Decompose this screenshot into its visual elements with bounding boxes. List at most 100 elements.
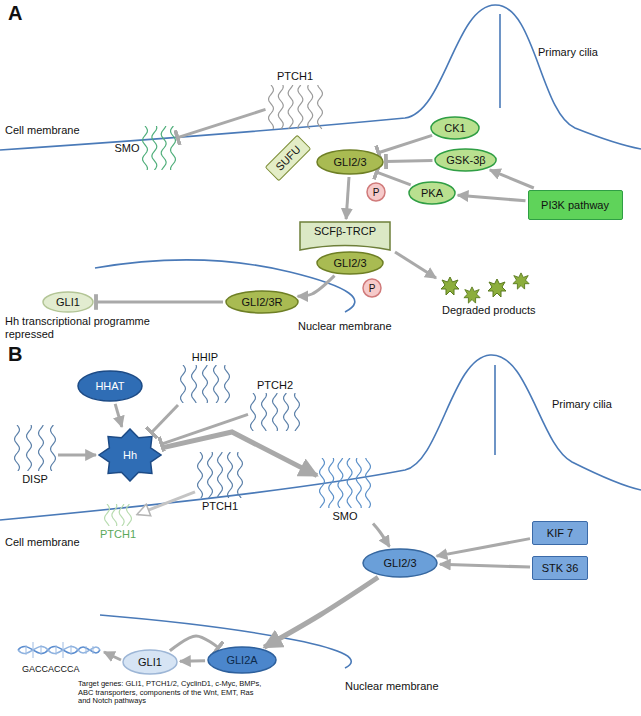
helix-symbol bbox=[268, 85, 323, 130]
cilium-label: Primary cilia bbox=[538, 46, 598, 59]
gli-ellipse: GLI1 bbox=[122, 649, 178, 675]
helix-strand bbox=[295, 393, 300, 431]
activation-connector bbox=[58, 454, 96, 457]
helix-symbol bbox=[142, 126, 176, 170]
helix-symbol bbox=[14, 425, 56, 471]
node-label: DISP bbox=[22, 473, 48, 485]
kinase-box: STK 36 bbox=[532, 556, 588, 580]
helix-strand bbox=[356, 458, 361, 508]
inhibition-connector bbox=[378, 135, 432, 152]
helix-strand bbox=[208, 452, 213, 498]
node-label: KIF 7 bbox=[547, 527, 573, 539]
membrane-label: Nuclear membrane bbox=[345, 680, 439, 693]
node-label: GLI2/3 bbox=[333, 257, 366, 269]
node-label: GLI1 bbox=[138, 656, 162, 668]
node-label: GLI2/3R bbox=[242, 296, 283, 308]
activation-connector bbox=[138, 492, 195, 514]
node-label: PKA bbox=[421, 187, 443, 199]
cilium-axoneme bbox=[499, 14, 501, 108]
kinase-ellipse: GSK-3β bbox=[434, 148, 497, 172]
panel-letter: B bbox=[8, 343, 22, 366]
membrane-label: Cell membrane bbox=[5, 124, 80, 137]
ellipse-outline bbox=[431, 117, 479, 139]
helix-symbol bbox=[319, 458, 371, 508]
helix-strand bbox=[127, 504, 132, 526]
state-note: Hh transcriptional programme repressed bbox=[5, 315, 155, 340]
node-label: GLI1 bbox=[56, 296, 80, 308]
dna-rungs bbox=[26, 642, 93, 658]
inhibition-connector bbox=[377, 172, 411, 185]
receptor-helix: PTCH1 bbox=[197, 452, 243, 512]
helix-strand bbox=[366, 458, 371, 508]
helix-strand bbox=[161, 126, 166, 170]
panel-letter: A bbox=[8, 2, 22, 25]
helix-strand bbox=[181, 365, 186, 403]
ellipse-outline bbox=[226, 291, 298, 313]
activation-connector bbox=[373, 524, 389, 547]
node-label: SUFU bbox=[273, 143, 303, 173]
node-label: Hh bbox=[123, 449, 137, 461]
inhibition-connector bbox=[178, 109, 266, 137]
helix-strand bbox=[268, 85, 273, 129]
kinase-ellipse: PKA bbox=[408, 181, 456, 205]
ellipse-outline bbox=[363, 549, 437, 577]
node-label: HHIP bbox=[192, 351, 218, 363]
helix-strand bbox=[262, 393, 267, 431]
ligase-complex: SCFβ-TRCP bbox=[299, 221, 391, 251]
activation-connector bbox=[115, 404, 122, 427]
degraded-fragment bbox=[513, 273, 529, 289]
phosphate-circle: P bbox=[366, 182, 386, 202]
helix-strand bbox=[329, 458, 334, 508]
dna-strand bbox=[18, 647, 100, 654]
activation-connector bbox=[298, 276, 335, 297]
activation-connector bbox=[490, 170, 534, 188]
node-label: PTCH1 bbox=[277, 70, 313, 82]
helix-strand bbox=[218, 452, 223, 498]
helix-strand bbox=[112, 504, 117, 526]
helix-strand bbox=[278, 85, 283, 129]
helix-strand bbox=[27, 425, 32, 471]
activator-ellipse: GLI2A bbox=[207, 646, 277, 674]
node-label: GLI2A bbox=[226, 654, 257, 666]
helix-strand bbox=[273, 393, 278, 431]
transporter-helix: DISP bbox=[14, 425, 56, 485]
inhibition-connector bbox=[152, 405, 178, 433]
helix-strand bbox=[238, 452, 243, 498]
ellipse-outline bbox=[317, 252, 383, 274]
helix-strand bbox=[105, 504, 110, 526]
pathway-box: PI3K pathway bbox=[528, 190, 623, 220]
ellipse-outline bbox=[435, 149, 496, 171]
degraded-fragment bbox=[464, 287, 480, 303]
cilium-axoneme bbox=[494, 365, 496, 455]
activation-connector bbox=[437, 539, 530, 557]
helix-symbol bbox=[250, 393, 300, 431]
node-label: STK 36 bbox=[542, 562, 579, 574]
helix-strand bbox=[192, 365, 197, 403]
node-label: SMO bbox=[114, 142, 139, 154]
node-label: P bbox=[369, 283, 376, 294]
helix-strand bbox=[51, 425, 56, 471]
gli-ellipse: GLI1 bbox=[42, 291, 94, 313]
ellipse-outline bbox=[367, 183, 385, 201]
gli-ellipse: GLI2/3 bbox=[362, 548, 438, 578]
helix-strand bbox=[214, 365, 219, 403]
helix-strand bbox=[228, 452, 233, 498]
node-label: GLI2/3 bbox=[383, 557, 416, 569]
ellipse-outline bbox=[43, 292, 93, 312]
target-gene-note: Target genes: GLI1, PTCH1/2, CyclinD1, c… bbox=[78, 680, 263, 706]
helix-strand bbox=[338, 458, 343, 508]
helix-strand bbox=[142, 126, 147, 170]
degraded-fragment bbox=[488, 279, 506, 297]
node-label: PTCH1 bbox=[202, 500, 238, 512]
membrane-label: Nuclear membrane bbox=[298, 320, 392, 333]
nuclear-membrane bbox=[95, 260, 355, 312]
activation-connector bbox=[264, 577, 378, 647]
repressor-ellipse: GLI2/3R bbox=[225, 290, 299, 314]
activation-connector bbox=[458, 195, 526, 201]
ellipse-outline bbox=[78, 371, 142, 401]
node-label: PI3K pathway bbox=[541, 199, 609, 211]
node-label: GLI2/3 bbox=[333, 156, 366, 168]
